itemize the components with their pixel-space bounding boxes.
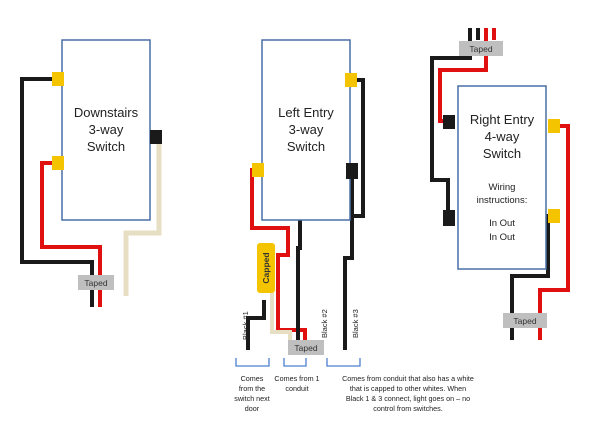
right-entry-terminal-out-top [548,119,560,133]
left-entry-terminal-common [346,163,358,179]
downstairs-white-wire [123,138,162,296]
right-entry-taped-label-bottom: Taped [513,316,536,326]
downstairs-taped-label: Taped [84,278,107,288]
left-entry-taped-label: Taped [294,343,317,353]
bracket-2 [283,358,307,367]
left-entry-black-wire-3 [343,170,354,350]
right-entry-terminal-out-bottom [548,209,560,223]
right-entry-red-wire-right [538,124,570,340]
right-entry-switch: Right Entry 4-way Switch Wiring instruct… [430,28,570,340]
right-entry-switch-box [457,85,547,270]
left-entry-label-2: 3-way [289,122,324,137]
left-entry-switch-box [261,39,351,221]
right-entry-label-3: Switch [483,146,521,161]
downstairs-terminal-bottom [52,156,64,170]
note-1-line-4: door [245,404,260,413]
bottom-notes: Comes from the switch next door Comes fr… [234,358,474,413]
right-entry-inout-2: In Out [489,232,515,243]
left-entry-label-1: Left Entry [278,105,334,120]
bracket-1 [235,358,270,367]
right-entry-terminal-in-bottom [443,210,455,226]
downstairs-terminal-common [150,130,162,144]
right-entry-inout-1: In Out [489,218,515,229]
left-entry-switch: Left Entry 3-way Switch Capped Taped Bla… [241,39,365,355]
left-entry-taped-tag [288,340,324,355]
capped-tag [257,243,275,293]
left-entry-terminal-top [345,73,357,87]
note-3-line-2: that is capped to other whites. When [350,384,466,393]
downstairs-label-1: Downstairs [74,105,139,120]
left-entry-terminal-left [252,163,264,177]
right-entry-taped-label-top: Taped [469,44,492,54]
note-3-line-1: Comes from conduit that also has a white [342,374,474,383]
note-1-line-3: switch next [234,394,270,403]
right-entry-terminal-in-top [443,115,455,129]
note-2-line-1: Comes from 1 [274,374,319,383]
right-entry-taped-tag-top [459,41,503,56]
downstairs-taped-tag [78,275,114,290]
downstairs-switch-box [61,39,151,221]
downstairs-label-2: 3-way [89,122,124,137]
note-1-line-2: from the [239,384,265,393]
left-entry-black-wire-from-left [246,300,266,350]
black2-label: Black #2 [320,309,329,338]
note-2-line-2: conduit [285,384,308,393]
note-1-line-1: Comes [241,374,264,383]
right-entry-instr-2: instructions: [477,195,528,206]
black3-label: Black #3 [351,309,360,338]
downstairs-switch: Downstairs 3-way Switch Taped [20,39,162,307]
downstairs-terminal-top [52,72,64,86]
right-entry-taped-tag-bottom [503,313,547,328]
left-entry-label-3: Switch [287,139,325,154]
right-entry-label-1: Right Entry [470,112,535,127]
black1-label: Black #1 [241,311,250,340]
downstairs-red-wire [40,161,102,307]
right-entry-label-2: 4-way [485,129,520,144]
note-3-line-4: control from switches. [373,404,443,413]
left-entry-white-wire [270,293,292,350]
capped-label: Capped [261,252,271,283]
right-entry-instr-1: Wiring [489,182,516,193]
note-3-line-3: Black 1 & 3 connect, light goes on – no [346,394,470,403]
bracket-3 [326,358,361,367]
downstairs-label-3: Switch [87,139,125,154]
